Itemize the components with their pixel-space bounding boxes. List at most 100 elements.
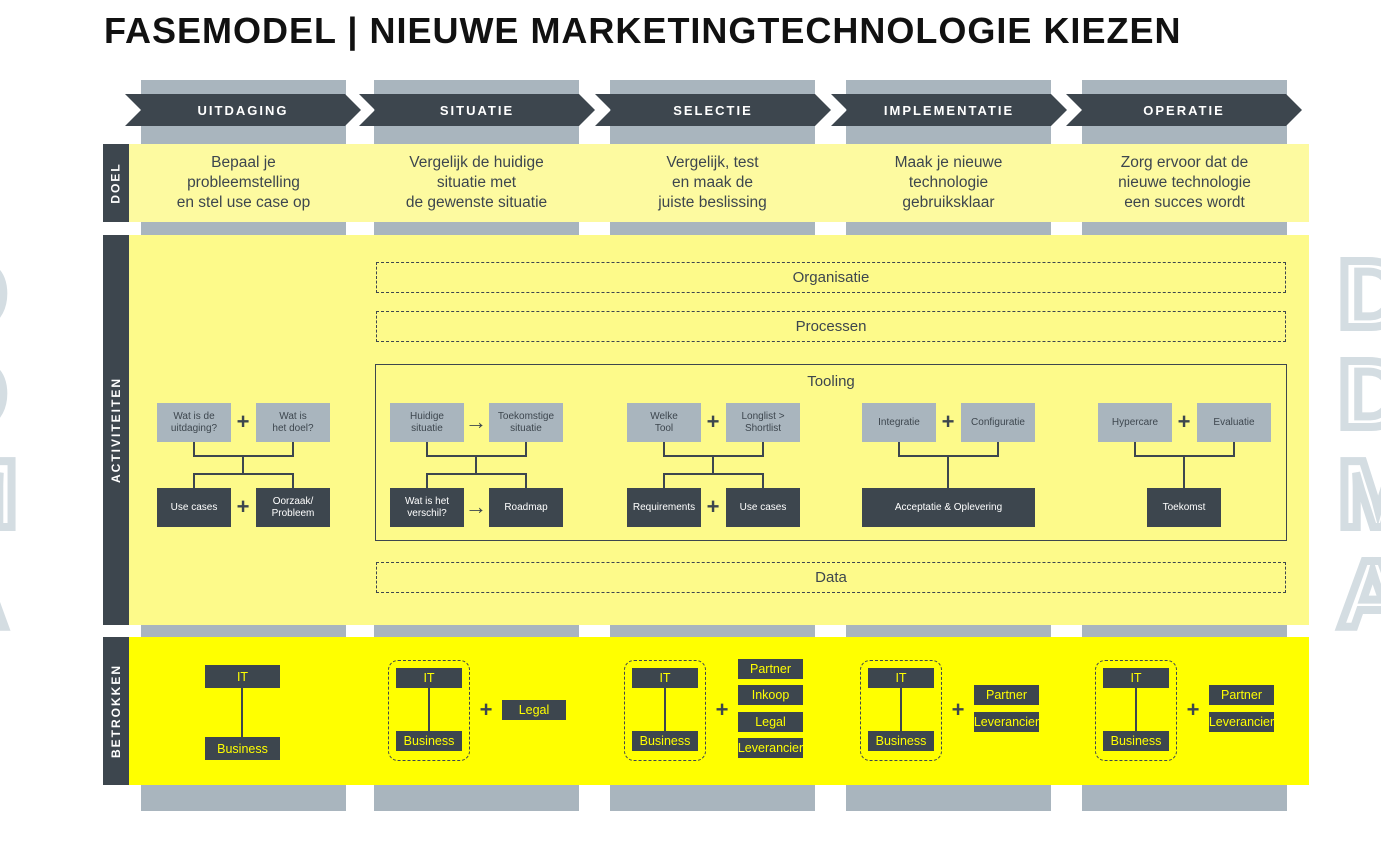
layer-data: Data xyxy=(376,562,1286,593)
activity-integratie: Integratie xyxy=(862,403,936,442)
stakeholder-group xyxy=(1095,660,1177,761)
stakeholder-leverancier: Leverancier xyxy=(738,738,803,758)
arrow-right-icon: → xyxy=(465,494,487,519)
plus-icon: + xyxy=(236,409,250,434)
activity-configuratie: Configuratie xyxy=(961,403,1035,442)
stakeholder-group xyxy=(388,660,470,761)
goal-implementatie: Maak je nieuwe technologie gebruiksklaar xyxy=(894,154,1003,211)
stakeholder-business: Business xyxy=(632,731,698,751)
layer-processen: Processen xyxy=(376,311,1286,342)
connector xyxy=(1233,442,1235,456)
stakeholder-legal: Legal xyxy=(738,712,803,732)
connector xyxy=(292,442,294,456)
layer-organisatie: Organisatie xyxy=(376,262,1286,293)
connector xyxy=(762,474,764,488)
activity-use-cases-selectie: Use cases xyxy=(726,488,800,527)
connector xyxy=(193,442,195,456)
goal-uitdaging: Bepaal je probleemstelling en stel use c… xyxy=(176,154,311,211)
goal-situatie: Vergelijk de huidige situatie met de gew… xyxy=(405,154,548,211)
stakeholder-partner: Partner xyxy=(1209,685,1274,705)
activity-acceptatie-oplevering: Acceptatie & Oplevering xyxy=(862,488,1035,527)
connector xyxy=(663,474,665,488)
stakeholder-group xyxy=(860,660,942,761)
stakeholder-group xyxy=(624,660,706,761)
stakeholder-it: IT xyxy=(632,668,698,688)
page-title: FASEMODEL | NIEUWE MARKETINGTECHNOLOGIE … xyxy=(104,10,1182,51)
connector xyxy=(193,473,294,475)
connector xyxy=(762,442,764,456)
stakeholder-business: Business xyxy=(868,731,934,751)
phase-uitdaging: UITDAGING xyxy=(125,94,361,126)
connector xyxy=(241,688,243,737)
stakeholder-partner: Partner xyxy=(738,659,803,679)
connector xyxy=(426,474,428,488)
stakeholder-business: Business xyxy=(1103,731,1169,751)
activity-huidige-situatie: Huidige situatie xyxy=(390,403,464,442)
connector xyxy=(1134,442,1136,456)
phase-implementatie: IMPLEMENTATIE xyxy=(831,94,1067,126)
connector xyxy=(663,473,764,475)
connector xyxy=(193,474,195,488)
activity-requirements: Requirements xyxy=(627,488,701,527)
activity-roadmap: Roadmap xyxy=(489,488,563,527)
layer-tooling xyxy=(375,364,1287,541)
plus-icon: + xyxy=(479,697,493,722)
goal-band xyxy=(129,144,1309,222)
connector xyxy=(426,442,428,456)
stakeholder-legal: Legal xyxy=(502,700,566,720)
stakeholder-inkoop: Inkoop xyxy=(738,685,803,705)
connector xyxy=(242,456,244,474)
activity-toekomstige-situatie: Toekomstige situatie xyxy=(489,403,563,442)
row-label-doel: DOEL xyxy=(103,144,129,222)
activity-toekomst: Toekomst xyxy=(1147,488,1221,527)
stakeholder-business: Business xyxy=(396,731,462,751)
row-label-activiteiten: ACTIVITEITEN xyxy=(103,235,129,625)
activity-wat-is-het-doel: Wat is het doel? xyxy=(256,403,330,442)
connector xyxy=(1135,688,1137,731)
plus-icon: + xyxy=(941,409,955,434)
stakeholder-business: Business xyxy=(205,737,280,760)
goal-operatie: Zorg ervoor dat de nieuwe technologie ee… xyxy=(1118,154,1251,211)
activity-oorzaak-probleem: Oorzaak/ Probleem xyxy=(256,488,330,527)
connector xyxy=(947,456,949,488)
connector xyxy=(900,688,902,731)
connector xyxy=(426,473,527,475)
connector xyxy=(664,688,666,731)
stakeholder-it: IT xyxy=(1103,668,1169,688)
connector xyxy=(1183,456,1185,488)
connector xyxy=(475,456,477,474)
plus-icon: + xyxy=(1186,697,1200,722)
phase-selectie: SELECTIE xyxy=(595,94,831,126)
connector xyxy=(525,442,527,456)
stakeholder-leverancier: Leverancier xyxy=(1209,712,1274,732)
connector xyxy=(663,442,665,456)
row-label-betrokken: BETROKKEN xyxy=(103,637,129,785)
goal-selectie: Vergelijk, test en maak de juiste beslis… xyxy=(658,154,767,211)
stakeholder-leverancier: Leverancier xyxy=(974,712,1039,732)
stakeholder-it: IT xyxy=(396,668,462,688)
plus-icon: + xyxy=(236,494,250,519)
plus-icon: + xyxy=(715,697,729,722)
connector xyxy=(997,442,999,456)
connector xyxy=(898,442,900,456)
stakeholder-it: IT xyxy=(868,668,934,688)
plus-icon: + xyxy=(706,494,720,519)
connector xyxy=(525,474,527,488)
activity-welke-tool: Welke Tool xyxy=(627,403,701,442)
activity-wat-is-de-uitdaging: Wat is de uitdaging? xyxy=(157,403,231,442)
connector xyxy=(292,474,294,488)
tooling-label: Tooling xyxy=(807,373,855,390)
activity-hypercare: Hypercare xyxy=(1098,403,1172,442)
phase-situatie: SITUATIE xyxy=(359,94,595,126)
plus-icon: + xyxy=(951,697,965,722)
stakeholder-partner: Partner xyxy=(974,685,1039,705)
connector xyxy=(428,688,430,731)
stakeholder-it: IT xyxy=(205,665,280,688)
activity-longlist-shortlist: Longlist > Shortlist xyxy=(726,403,800,442)
plus-icon: + xyxy=(706,409,720,434)
activity-wat-is-het-verschil: Wat is het verschil? xyxy=(390,488,464,527)
plus-icon: + xyxy=(1177,409,1191,434)
arrow-right-icon: → xyxy=(465,409,487,434)
